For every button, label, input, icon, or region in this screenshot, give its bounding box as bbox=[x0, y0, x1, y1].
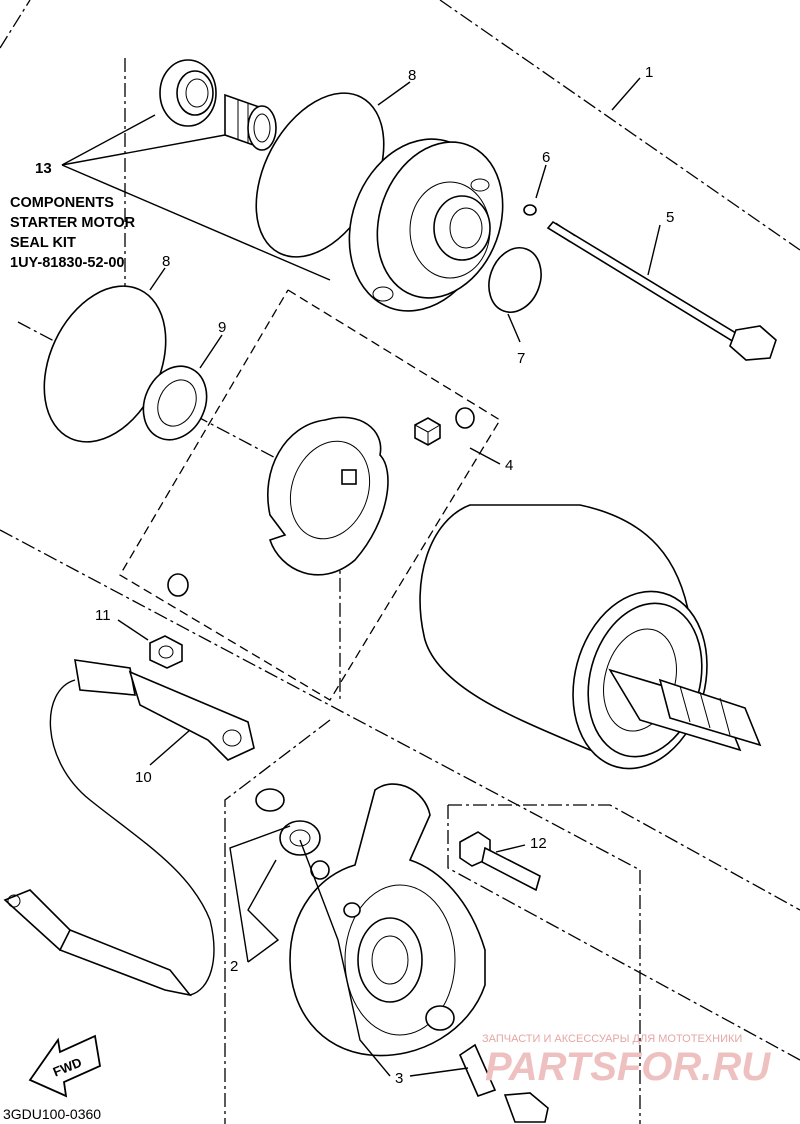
watermark-brand: PARTSFOR.RU bbox=[485, 1045, 771, 1089]
callout-11: 11 bbox=[95, 607, 111, 624]
kit-label-line4: 1UY-81830-52-00 bbox=[10, 255, 124, 271]
kit-label-line3: SEAL KIT bbox=[10, 235, 76, 251]
callout-3: 3 bbox=[395, 1070, 403, 1087]
rear-bushing bbox=[255, 788, 330, 880]
through-bolt bbox=[546, 220, 777, 361]
watermark: ЗАПЧАСТИ И АКСЕССУАРЫ ДЛЯ МОТОТЕХНИКИ PA… bbox=[482, 1033, 771, 1089]
oil-seal bbox=[159, 59, 217, 127]
callout-8-top: 8 bbox=[408, 67, 416, 84]
brush bbox=[414, 417, 441, 446]
brush-holder-group-outline bbox=[119, 289, 501, 701]
mounting-bolt bbox=[459, 831, 541, 892]
needle-bearing bbox=[224, 93, 277, 151]
rear-cover bbox=[289, 783, 486, 1057]
nut bbox=[149, 635, 183, 669]
callout-5: 5 bbox=[666, 209, 674, 226]
seal-kit-label: COMPONENTS STARTER MOTOR SEAL KIT 1UY-81… bbox=[10, 195, 136, 271]
callout-6: 6 bbox=[542, 149, 550, 166]
front-cover bbox=[348, 138, 504, 312]
callout-4: 4 bbox=[505, 457, 513, 474]
brush-plate bbox=[267, 416, 389, 576]
leader-lines bbox=[61, 77, 661, 1077]
brush-terminal bbox=[458, 1043, 549, 1123]
brush-spring-top bbox=[455, 407, 475, 429]
callout-1: 1 bbox=[645, 64, 653, 81]
kit-label-line2: STARTER MOTOR bbox=[10, 215, 136, 231]
lead-wire bbox=[3, 659, 255, 997]
callout-8-left: 8 bbox=[162, 253, 170, 270]
diagram-code: 3GDU100-0360 bbox=[3, 1106, 101, 1122]
kit-label-line1: COMPONENTS bbox=[10, 195, 114, 211]
small-o-ring bbox=[523, 204, 537, 216]
callout-2: 2 bbox=[230, 958, 238, 975]
motor-yoke bbox=[419, 504, 762, 770]
shim-washer bbox=[142, 365, 208, 441]
callout-9: 9 bbox=[218, 319, 226, 336]
o-ring-small bbox=[488, 247, 542, 313]
brush-spring-bottom bbox=[167, 573, 189, 597]
callout-7: 7 bbox=[517, 350, 525, 367]
callout-13: 13 bbox=[35, 160, 52, 177]
callout-10: 10 bbox=[135, 769, 152, 786]
fwd-arrow-icon: FWD bbox=[28, 1034, 102, 1098]
callout-12: 12 bbox=[530, 835, 547, 852]
watermark-tagline: ЗАПЧАСТИ И АКСЕССУАРЫ ДЛЯ МОТОТЕХНИКИ bbox=[482, 1033, 742, 1045]
